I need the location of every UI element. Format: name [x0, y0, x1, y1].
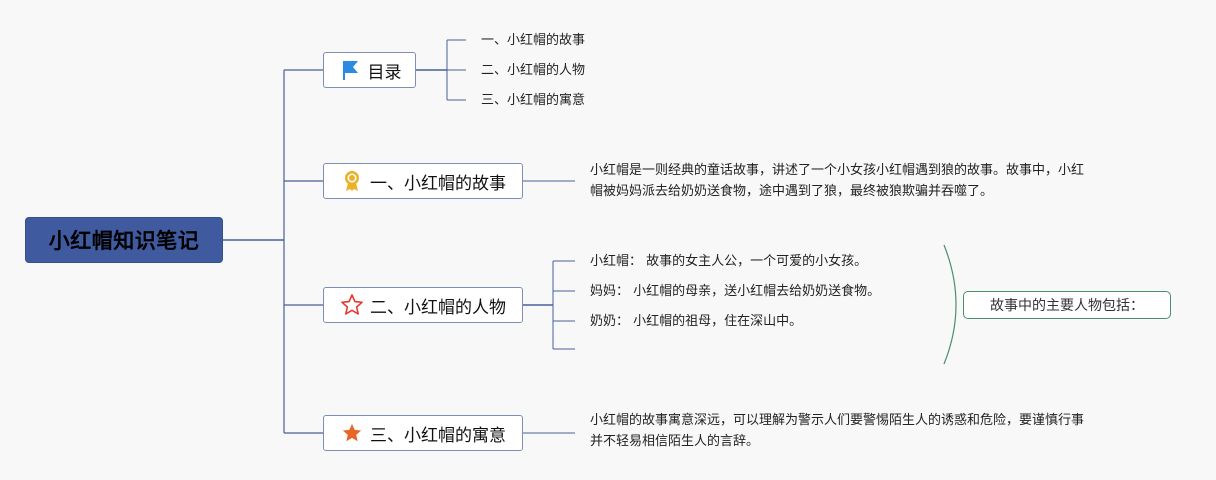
root-node[interactable]: 小红帽知识笔记	[26, 218, 222, 262]
story-node[interactable]: 一、小红帽的故事	[323, 163, 523, 199]
star-outline-icon	[340, 293, 364, 317]
character-item-little-red: 小红帽： 故事的女主人公，一个可爱的小女孩。	[590, 254, 868, 269]
toc-item-story: 一、小红帽的故事	[481, 33, 586, 48]
story-label: 一、小红帽的故事	[370, 173, 506, 194]
characters-node[interactable]: 二、小红帽的人物	[323, 287, 523, 323]
toc-node[interactable]: 目录	[323, 52, 416, 88]
toc-item-characters: 二、小红帽的人物	[481, 63, 586, 78]
toc-item-meaning: 三、小红帽的寓意	[481, 93, 586, 108]
meaning-label: 三、小红帽的寓意	[370, 425, 506, 446]
meaning-text: 小红帽的故事寓意深远，可以理解为警示人们要警惕陌生人的诱惑和危险，要谨慎行事并不…	[590, 413, 1085, 449]
character-item-mother: 妈妈： 小红帽的母亲，送小红帽去给奶奶送食物。	[590, 284, 881, 299]
flag-icon	[338, 58, 362, 82]
root-title: 小红帽知识笔记	[48, 229, 200, 253]
characters-summary[interactable]: 故事中的主要人物包括：	[963, 291, 1171, 319]
meaning-node[interactable]: 三、小红帽的寓意	[323, 415, 523, 451]
award-ribbon-icon	[340, 169, 364, 193]
story-text: 小红帽是一则经典的童话故事，讲述了一个小女孩小红帽遇到狼的故事。故事中，小红帽被…	[590, 163, 1085, 199]
characters-label: 二、小红帽的人物	[370, 297, 506, 318]
toc-label: 目录	[367, 62, 402, 83]
characters-summary-label: 故事中的主要人物包括：	[990, 298, 1144, 314]
star-filled-icon	[340, 421, 364, 445]
character-item-grandmother: 奶奶： 小红帽的祖母，住在深山中。	[590, 314, 803, 329]
